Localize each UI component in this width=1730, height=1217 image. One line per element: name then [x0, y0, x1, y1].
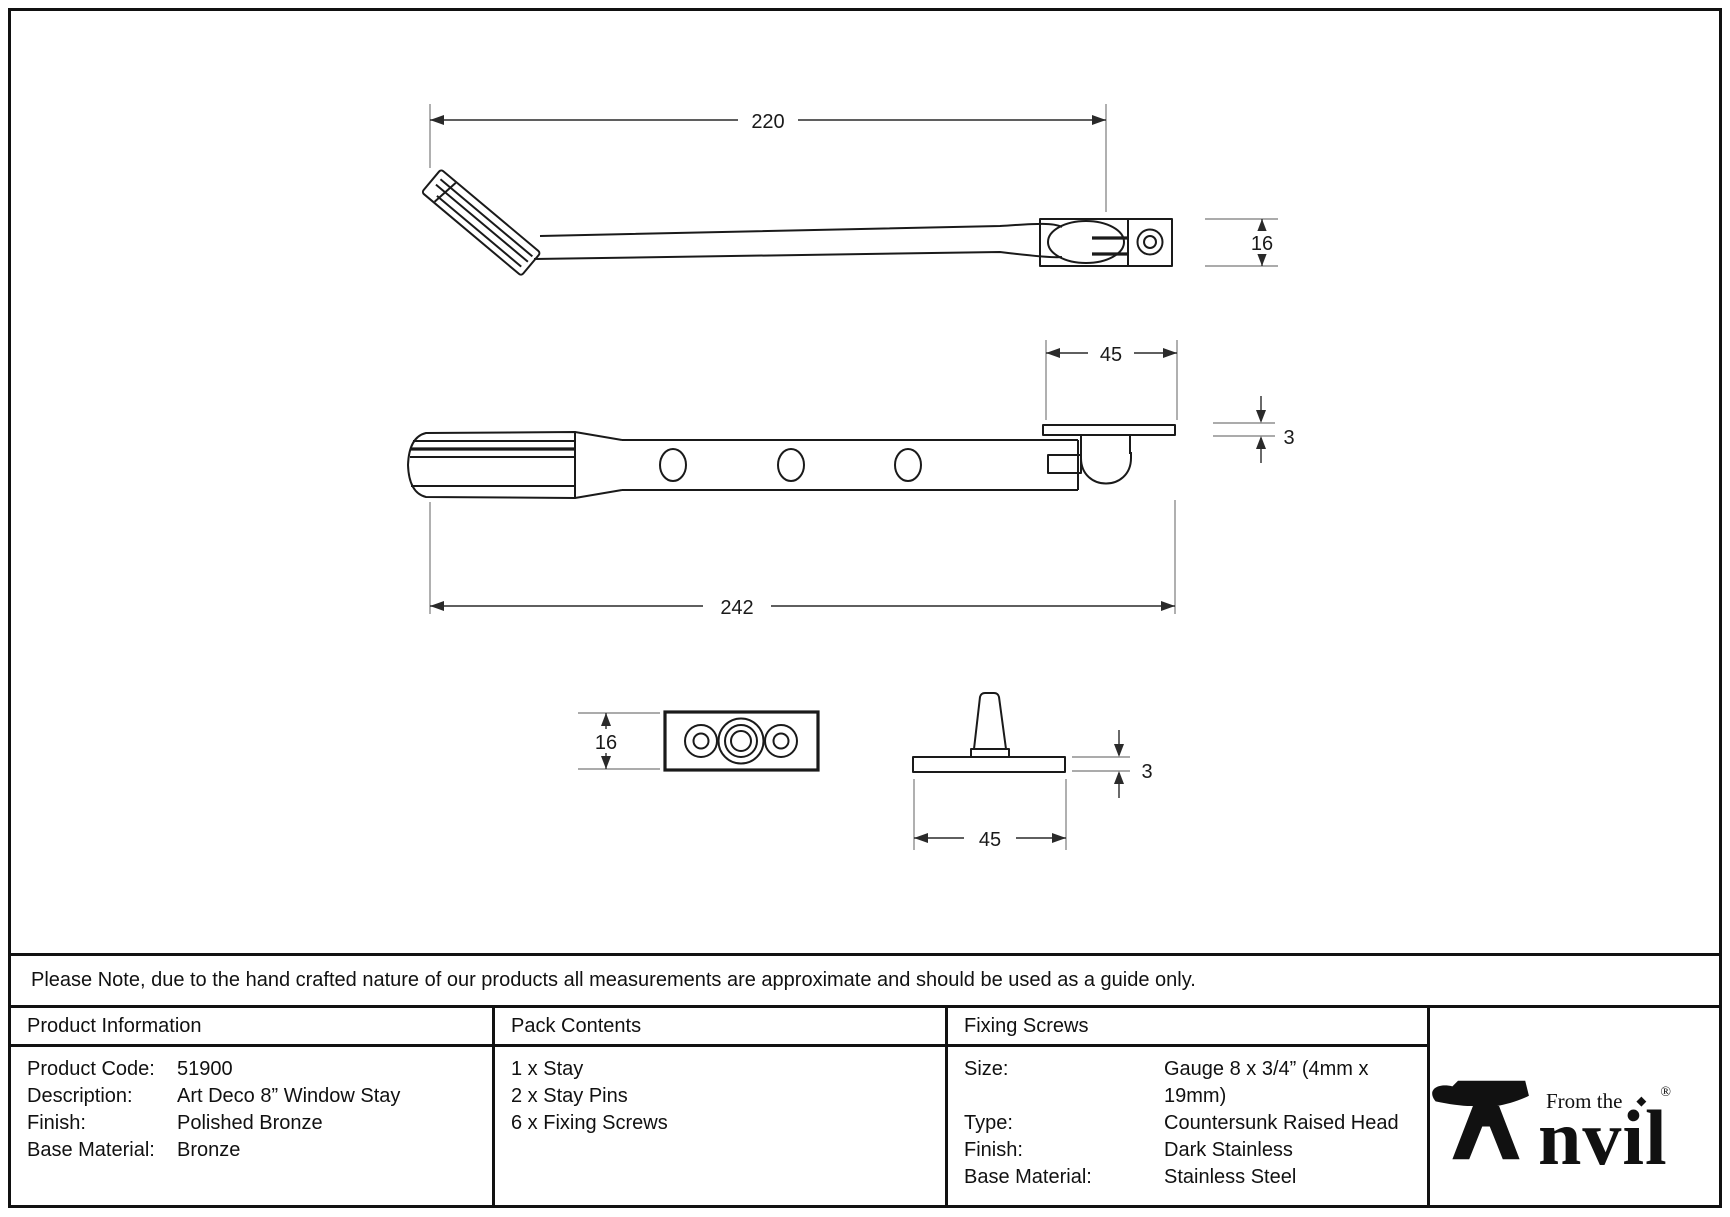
svg-text:220: 220	[751, 111, 784, 133]
product-information-column: Product Information Product Code: 51900 D…	[11, 1008, 495, 1205]
row-label: Size:	[964, 1058, 1009, 1080]
row-label: Description:	[27, 1085, 133, 1107]
table-row: Base Material: Stainless Steel	[964, 1164, 1427, 1191]
row-label: Base Material:	[27, 1139, 155, 1161]
dimension-220: 220	[429, 104, 1107, 212]
row-value: Polished Bronze	[177, 1112, 323, 1134]
row-value: Countersunk Raised Head	[1164, 1112, 1399, 1134]
svg-text:16: 16	[1251, 233, 1273, 255]
table-row: Finish: Dark Stainless	[964, 1137, 1427, 1164]
svg-text:16: 16	[595, 732, 617, 754]
diamond-icon: ◆	[1636, 1093, 1647, 1109]
product-info-table: Product Information Product Code: 51900 D…	[11, 1005, 1719, 1205]
pack-contents-header: Pack Contents	[495, 1008, 945, 1047]
row-value: Gauge 8 x 3/4” (4mm x 19mm)	[1164, 1058, 1369, 1107]
dimension-45-keeper: 45	[1045, 340, 1178, 420]
table-row: Size: Gauge 8 x 3/4” (4mm x 19mm)	[964, 1056, 1427, 1110]
dimension-45-pin-base: 45	[913, 779, 1067, 851]
svg-text:3: 3	[1283, 427, 1294, 449]
row-value: Dark Stainless	[1164, 1139, 1293, 1161]
dimension-16-closed-end: 16	[1205, 218, 1279, 267]
open-stay-view	[407, 424, 1176, 499]
row-label: Product Code:	[27, 1058, 155, 1080]
row-label: Type:	[964, 1112, 1013, 1134]
row-label: Finish:	[27, 1112, 86, 1134]
dimension-3-keeper-plate: 3	[1213, 396, 1295, 463]
fixing-screws-column: Fixing Screws Size: Gauge 8 x 3/4” (4mm x…	[948, 1008, 1430, 1205]
pack-contents-column: Pack Contents 1 x Stay 2 x Stay Pins 6 x…	[495, 1008, 948, 1205]
row-value: Art Deco 8” Window Stay	[177, 1085, 401, 1107]
closed-stay-view	[421, 169, 1173, 276]
technical-drawing-area: 220 16	[11, 11, 1719, 953]
table-row: Base Material: Bronze	[27, 1137, 492, 1164]
svg-text:242: 242	[720, 597, 753, 619]
table-row: Product Code: 51900	[27, 1056, 492, 1083]
dimension-242: 242	[429, 500, 1176, 619]
row-label: Base Material:	[964, 1166, 1092, 1188]
dimension-3-pin-base: 3	[1072, 730, 1153, 798]
pack-item: 6 x Fixing Screws	[511, 1112, 668, 1134]
row-label: Finish:	[964, 1139, 1023, 1161]
logo-brand-text: nvil	[1538, 1093, 1668, 1181]
registered-trademark-symbol: ®	[1660, 1085, 1672, 1101]
measurement-note-row: Please Note, due to the hand crafted nat…	[11, 953, 1719, 1005]
pack-item: 1 x Stay	[511, 1058, 584, 1080]
dimension-16-bracket: 16	[578, 712, 660, 770]
stay-pin-view	[912, 692, 1066, 773]
row-value: 51900	[177, 1058, 233, 1080]
svg-text:3: 3	[1141, 761, 1152, 783]
fixing-screws-header: Fixing Screws	[948, 1008, 1427, 1047]
table-row: Description: Art Deco 8” Window Stay	[27, 1083, 492, 1110]
svg-text:45: 45	[979, 829, 1001, 851]
fixing-bracket-view	[663, 710, 820, 772]
page-border-frame: 220 16	[8, 8, 1722, 1208]
table-row: Finish: Polished Bronze	[27, 1110, 492, 1137]
svg-text:45: 45	[1100, 344, 1122, 366]
anvil-icon	[1432, 1080, 1529, 1159]
logo-tagline: From the ◆ ®	[1546, 1085, 1671, 1114]
brand-logo-cell: From the ◆ ® nvil	[1430, 1008, 1719, 1205]
row-value: Bronze	[177, 1139, 241, 1161]
product-information-header: Product Information	[11, 1008, 492, 1047]
from-the-anvil-logo: From the ◆ ® nvil	[1430, 1058, 1719, 1181]
logo-tagline-text: From the	[1546, 1088, 1623, 1113]
measurement-note-text: Please Note, due to the hand crafted nat…	[31, 969, 1196, 991]
row-value: Stainless Steel	[1164, 1166, 1297, 1188]
table-row: Type: Countersunk Raised Head	[964, 1110, 1427, 1137]
pack-item: 2 x Stay Pins	[511, 1085, 628, 1107]
